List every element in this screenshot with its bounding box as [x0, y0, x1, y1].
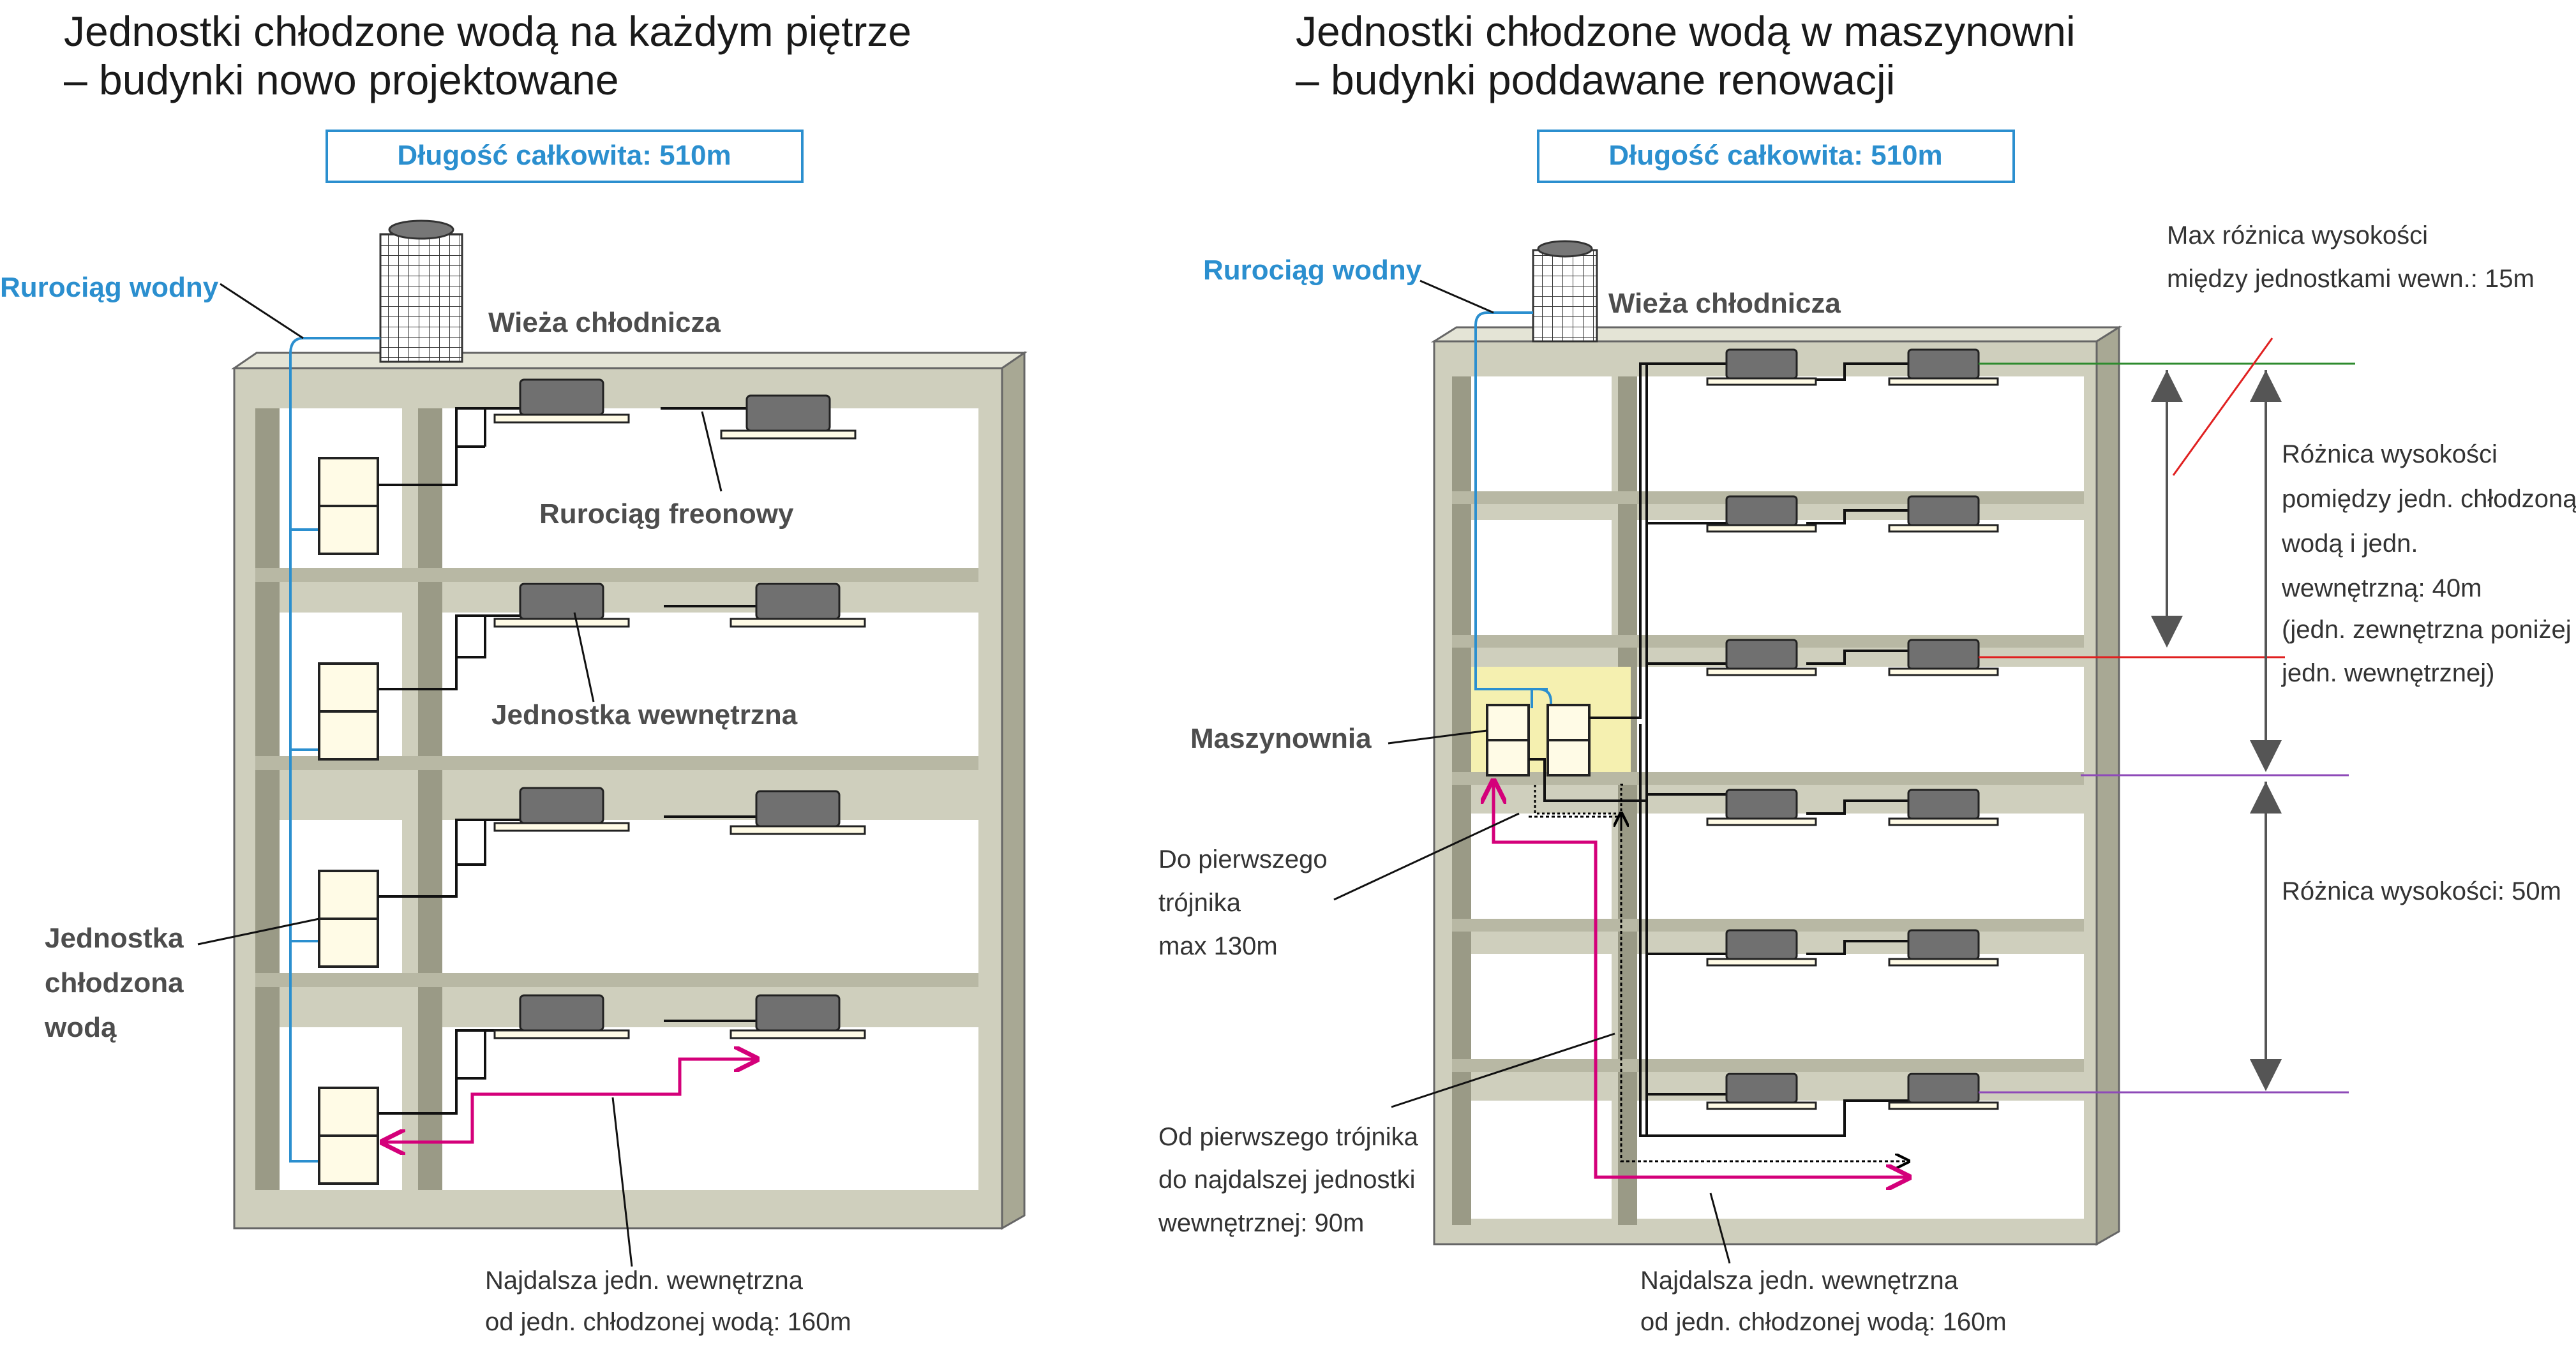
left-wcu-group [318, 457, 379, 1185]
left-title-line1: Jednostki chłodzone wodą na każdym piętr… [64, 8, 911, 55]
left-total-length: Długość całkowita: 510m [397, 140, 731, 171]
left-title-line2: – budynki nowo projektowane [64, 56, 619, 103]
left-farthest-label-2: od jedn. chłodzonej wodą: 160m [485, 1308, 851, 1336]
right-water-pipe [1474, 311, 1552, 719]
right-total-length: Długość całkowita: 510m [1608, 140, 1942, 171]
max-diff-slash [2172, 338, 2273, 476]
right-farthest-label-1: Najdalsza jedn. wewnętrzna [1640, 1267, 1959, 1295]
right-indoor-units [1706, 348, 1999, 1110]
indoor-unit [745, 394, 831, 432]
first-tee-label-2: trójnika [1158, 889, 1241, 917]
right-route-black [1529, 815, 1908, 1161]
left-freon-pipe-label: Rurociąg freonowy [539, 498, 794, 530]
right-title-line2: – budynki poddawane renowacji [1296, 56, 1895, 103]
left-freon-pipes [378, 407, 756, 1115]
left-farthest-label-1: Najdalsza jedn. wewnętrzna [485, 1267, 804, 1295]
indoor-unit [1907, 929, 1980, 960]
left-cooling-tower [379, 219, 463, 363]
left-wcu-label-3: wodą [44, 1012, 117, 1043]
max-diff-label-1: Max różnica wysokości [2167, 221, 2428, 249]
left-indoor-unit-label: Jednostka wewnętrzna [491, 699, 798, 731]
indoor-unit [755, 583, 841, 620]
right-cooling-tower [1532, 240, 1598, 343]
diff40-label-1: Różnica wysokości [2282, 440, 2497, 468]
left-cooling-tower-label: Wieża chłodnicza [488, 307, 721, 338]
first-tee-label-3: max 130m [1158, 932, 1278, 960]
indoor-unit [1725, 1073, 1798, 1104]
from-tee-label-1: Od pierwszego trójnika [1158, 1123, 1419, 1151]
indoor-unit [755, 790, 841, 828]
indoor-unit [1725, 639, 1798, 670]
indoor-unit [1725, 495, 1798, 526]
indoor-unit [519, 787, 604, 824]
indoor-unit [1725, 348, 1798, 380]
right-farthest-route [1492, 785, 1908, 1177]
indoor-unit [1907, 789, 1980, 820]
diff40-label-2: pomiędzy jedn. chłodzoną [2282, 485, 2576, 513]
right-leaders [1333, 279, 1731, 1264]
diff40-label-5: (jedn. zewnętrzna poniżej [2282, 616, 2572, 644]
dimension-arrows [2151, 370, 2282, 1091]
from-tee-label-3: wewnętrznej: 90m [1158, 1209, 1364, 1237]
indoor-unit [1907, 495, 1980, 526]
indoor-unit [1907, 348, 1980, 380]
diff50-label: Różnica wysokości: 50m [2282, 877, 2561, 905]
left-wcu-label-2: chłodzona [45, 967, 184, 999]
right-water-pipe-label: Rurociąg wodny [1203, 255, 1422, 286]
right-farthest-label-2: od jedn. chłodzonej wodą: 160m [1640, 1308, 2007, 1336]
first-tee-label-1: Do pierwszego [1158, 845, 1328, 873]
max-diff-label-2: między jednostkami wewn.: 15m [2167, 265, 2535, 293]
left-leaders [197, 283, 723, 1267]
left-indoor-units [493, 378, 866, 1039]
right-title-line1: Jednostki chłodzone wodą w maszynowni [1296, 8, 2076, 55]
indoor-unit [755, 994, 841, 1032]
indoor-unit [1725, 789, 1798, 820]
indoor-unit [1725, 929, 1798, 960]
right-total-length-box [1537, 130, 2015, 183]
right-wcu-group [1486, 704, 1591, 777]
diff40-label-3: wodą i jedn. [2281, 530, 2418, 558]
left-water-pipe-label: Rurociąg wodny [0, 272, 219, 303]
indoor-unit [519, 378, 604, 416]
left-wcu-label-1: Jednostka [45, 923, 184, 954]
left-total-length-box [326, 130, 804, 183]
indoor-unit [519, 994, 604, 1032]
indoor-unit [1907, 639, 1980, 670]
indoor-unit [519, 583, 604, 620]
right-freon-pipes [1529, 362, 1908, 1137]
diff40-label-4: wewnętrzną: 40m [2281, 574, 2482, 602]
from-tee-label-2: do najdalszej jednostki [1158, 1166, 1415, 1194]
indoor-unit [1907, 1073, 1980, 1104]
machine-room-label: Maszynownia [1190, 723, 1372, 754]
diff40-label-6: jedn. wewnętrznej) [2281, 659, 2495, 687]
right-cooling-tower-label: Wieża chłodnicza [1608, 288, 1841, 319]
